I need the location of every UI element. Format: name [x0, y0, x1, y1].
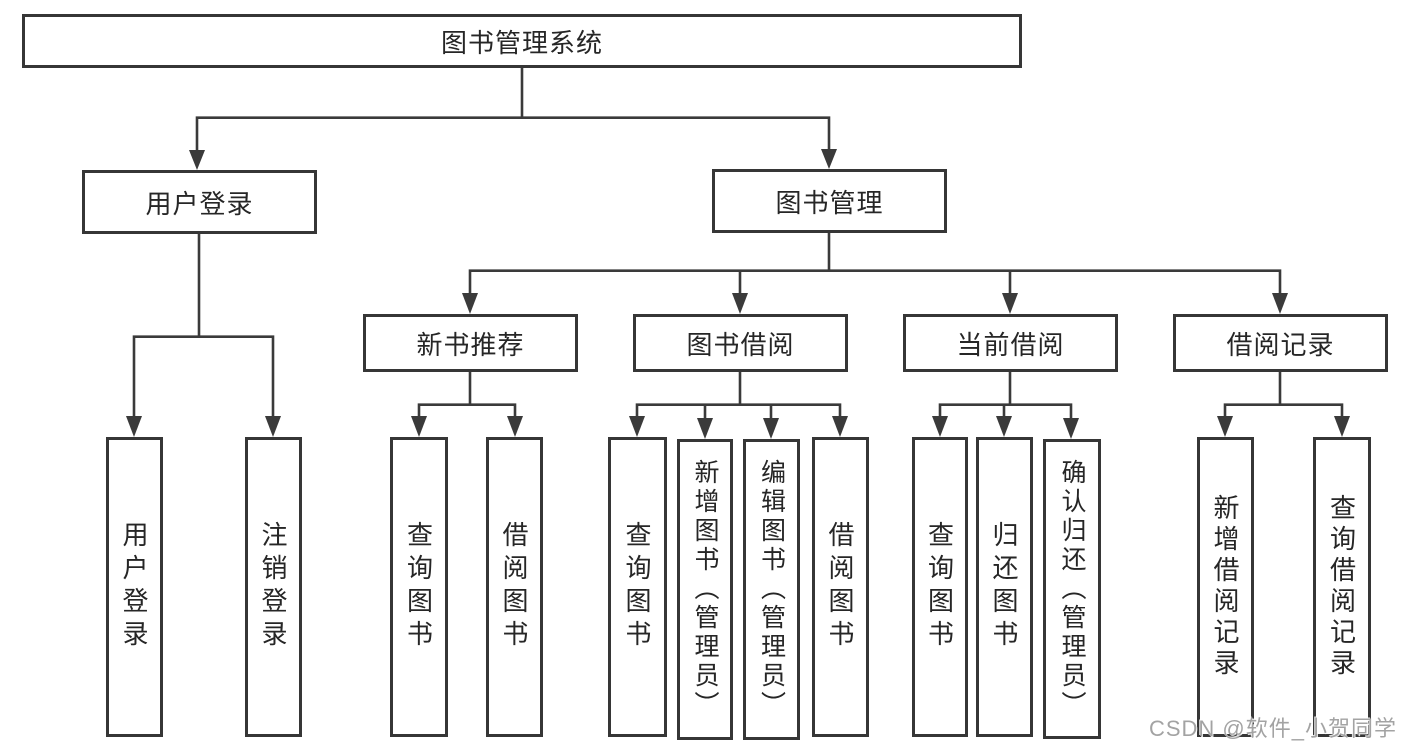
- connector-borrow-record-to-leaves: [1217, 372, 1350, 437]
- leaf-logout-label: 注销登录: [258, 521, 288, 653]
- node-root-label: 图书管理系统: [440, 27, 603, 58]
- leaf-logout: 注销登录: [245, 437, 302, 737]
- node-root: 图书管理系统: [22, 14, 1022, 68]
- connector-book-mgmt-to-level3: [462, 233, 1288, 314]
- leaf-user-login: 用户登录: [106, 437, 163, 737]
- leaf-nb-borrow-book: 借阅图书: [486, 437, 543, 737]
- leaf-bb-add-book-admin: 新增图书（管理员）: [677, 439, 733, 740]
- leaf-bb-edit-book-admin-label: 编辑图书（管理员）: [757, 459, 786, 720]
- leaf-br-add-record: 新增借阅记录: [1197, 437, 1254, 737]
- connector-root-to-level2: [189, 68, 837, 170]
- node-book-management-label: 图书管理: [775, 187, 884, 218]
- leaf-nb-query-book: 查询图书: [390, 437, 448, 737]
- node-borrow-records-label: 借阅记录: [1226, 329, 1335, 360]
- leaf-nb-borrow-book-label: 借阅图书: [499, 521, 529, 653]
- leaf-cb-return-book-label: 归还图书: [989, 521, 1019, 653]
- leaf-nb-query-book-label: 查询图书: [403, 521, 434, 653]
- leaf-user-login-label: 用户登录: [119, 521, 149, 653]
- node-new-book-recommend-label: 新书推荐: [416, 329, 525, 360]
- leaf-cb-query-book: 查询图书: [912, 437, 968, 737]
- node-current-borrow-label: 当前借阅: [956, 329, 1065, 360]
- node-book-management: 图书管理: [712, 169, 947, 233]
- connector-new-book-to-leaves: [411, 372, 523, 437]
- leaf-bb-edit-book-admin: 编辑图书（管理员）: [743, 439, 800, 740]
- leaf-cb-confirm-return-admin-label: 确认归还（管理员）: [1058, 458, 1086, 720]
- node-user-login-module-label: 用户登录: [145, 188, 254, 219]
- leaf-cb-return-book: 归还图书: [976, 437, 1033, 737]
- leaf-br-query-record-label: 查询借阅记录: [1326, 494, 1357, 680]
- node-current-borrow: 当前借阅: [903, 314, 1118, 372]
- leaf-br-query-record: 查询借阅记录: [1313, 437, 1371, 737]
- node-user-login-module: 用户登录: [82, 170, 317, 234]
- leaf-bb-add-book-admin-label: 新增图书（管理员）: [691, 459, 719, 720]
- connector-book-borrow-to-leaves: [629, 372, 848, 439]
- leaf-cb-query-book-label: 查询图书: [924, 521, 955, 653]
- node-new-book-recommend: 新书推荐: [363, 314, 578, 372]
- leaf-br-add-record-label: 新增借阅记录: [1210, 494, 1240, 680]
- node-borrow-records: 借阅记录: [1173, 314, 1388, 372]
- leaf-bb-query-book-label: 查询图书: [622, 521, 652, 653]
- node-book-borrow-label: 图书借阅: [686, 329, 795, 360]
- leaf-bb-borrow-book: 借阅图书: [812, 437, 869, 737]
- csdn-watermark: CSDN @软件_小贺同学: [1148, 716, 1397, 741]
- leaf-cb-confirm-return-admin: 确认归还（管理员）: [1043, 439, 1101, 739]
- node-book-borrow: 图书借阅: [633, 314, 848, 372]
- leaf-bb-query-book: 查询图书: [608, 437, 667, 737]
- leaf-bb-borrow-book-label: 借阅图书: [825, 521, 855, 653]
- connector-user-login-to-leaves: [126, 234, 281, 437]
- connector-current-borrow-to-leaves: [932, 372, 1079, 439]
